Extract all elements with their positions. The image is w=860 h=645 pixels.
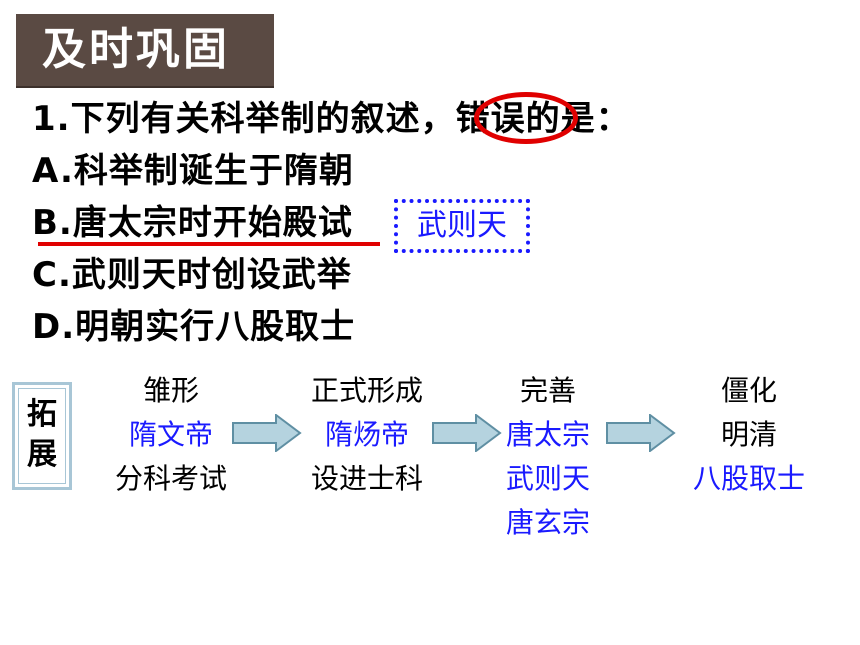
wrong-option-underline	[38, 242, 380, 246]
right-arrow-icon	[232, 414, 302, 452]
stage-heading: 雏形	[142, 374, 199, 407]
stage-embryonic: 雏形 隋文帝 分科考试	[96, 369, 246, 501]
option-b: B.唐太宗时开始殿试	[32, 203, 353, 243]
stage-rigidification: 僵化 明清 八股取士	[674, 369, 824, 501]
stage-formation: 正式形成 隋炀帝 设进士科	[292, 369, 442, 501]
right-arrow-icon	[606, 414, 676, 452]
section-title-banner: 及时巩固	[16, 14, 274, 86]
stage-line: 隋炀帝	[324, 418, 409, 451]
correction-box: 武则天	[394, 199, 530, 253]
correction-text: 武则天	[417, 208, 507, 243]
stage-line: 隋文帝	[128, 418, 213, 451]
stage-line: 唐玄宗	[505, 506, 590, 539]
stage-heading: 完善	[519, 374, 576, 407]
extension-label: 拓 展	[15, 395, 69, 475]
option-a: A.科举制诞生于隋朝	[32, 151, 354, 191]
extension-label-box: 拓 展	[12, 382, 72, 490]
extension-label-char-1: 拓	[27, 397, 57, 432]
stage-line: 分科考试	[114, 462, 227, 495]
extension-label-char-2: 展	[27, 437, 57, 472]
error-keyword-circle	[474, 92, 578, 144]
section-title: 及时巩固	[42, 24, 230, 75]
stage-heading: 僵化	[720, 374, 777, 407]
stage-line: 明清	[720, 418, 777, 451]
extension-label-inner-border	[18, 388, 66, 484]
stage-line: 武则天	[505, 462, 590, 495]
option-c: C.武则天时创设武举	[32, 255, 352, 295]
stage-line: 唐太宗	[505, 418, 590, 451]
stage-heading: 正式形成	[310, 374, 423, 407]
option-d: D.明朝实行八股取士	[32, 307, 356, 347]
stage-line: 设进士科	[310, 462, 423, 495]
stage-line: 八股取士	[692, 462, 805, 495]
stage-perfection: 完善 唐太宗 武则天 唐玄宗	[486, 369, 610, 545]
right-arrow-icon	[432, 414, 502, 452]
